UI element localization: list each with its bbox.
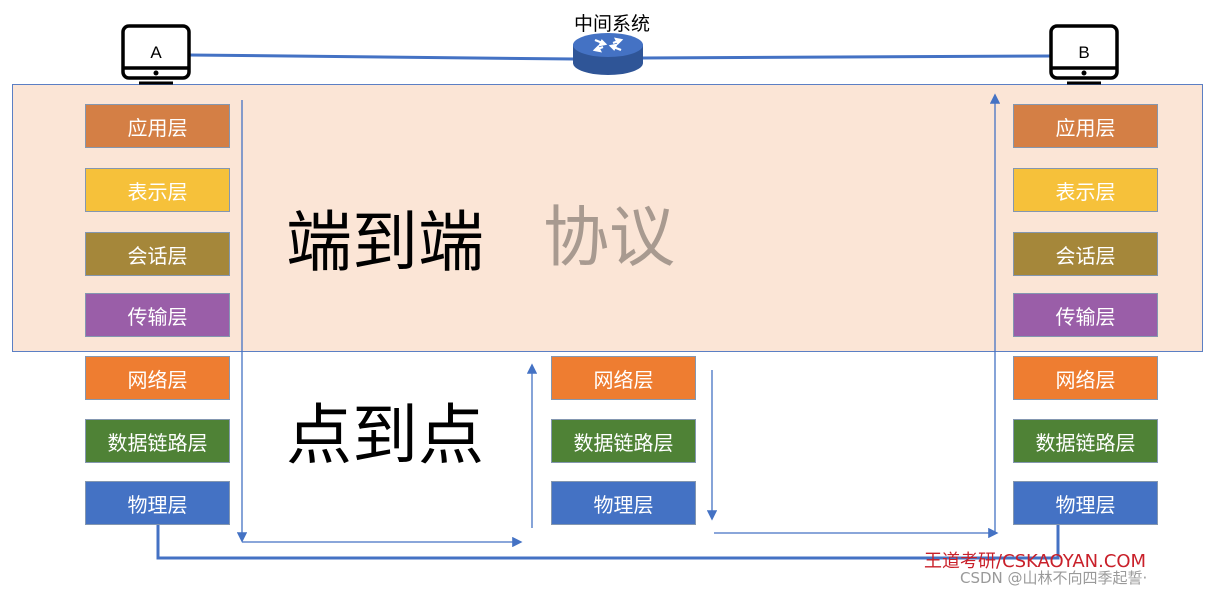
host-a-physical-layer: 物理层 — [85, 481, 230, 525]
point-to-point-label: 点到点 — [286, 397, 484, 474]
watermark-csdn: CSDN @山林不向四季起誓· — [960, 569, 1148, 587]
link-a-router — [188, 53, 575, 61]
host-b-session-layer: 会话层 — [1013, 232, 1158, 276]
router-icon — [573, 33, 643, 75]
host-a-presentation-layer: 表示层 — [85, 168, 230, 212]
host-b-presentation-layer: 表示层 — [1013, 168, 1158, 212]
router-datalink-layer: 数据链路层 — [551, 419, 696, 463]
host-b-physical-layer: 物理层 — [1013, 481, 1158, 525]
end-to-end-label: 端到端 — [286, 204, 484, 281]
intermediate-system-title: 中间系统 — [573, 13, 650, 35]
host-b-label: B — [1078, 43, 1089, 62]
host-b-transport-layer: 传输层 — [1013, 293, 1158, 337]
host-a-application-layer: 应用层 — [85, 104, 230, 148]
protocol-label: 协议 — [543, 199, 675, 276]
host-b-network-layer: 网络层 — [1013, 356, 1158, 400]
host-b-application-layer: 应用层 — [1013, 104, 1158, 148]
router-network-layer: 网络层 — [551, 356, 696, 400]
host-a-label: A — [150, 43, 162, 62]
computer-b-icon: B — [1049, 24, 1119, 85]
host-a-session-layer: 会话层 — [85, 232, 230, 276]
host-b-datalink-layer: 数据链路层 — [1013, 419, 1158, 463]
router-physical-layer: 物理层 — [551, 481, 696, 525]
host-a-network-layer: 网络层 — [85, 356, 230, 400]
physical-link-line — [156, 525, 1060, 560]
watermark-wangdao: 王道考研/CSKAOYAN.COM — [924, 551, 1147, 572]
computer-a-icon: A — [121, 24, 191, 85]
host-a-transport-layer: 传输层 — [85, 293, 230, 337]
host-a-datalink-layer: 数据链路层 — [85, 419, 230, 463]
link-router-b — [641, 54, 1053, 60]
